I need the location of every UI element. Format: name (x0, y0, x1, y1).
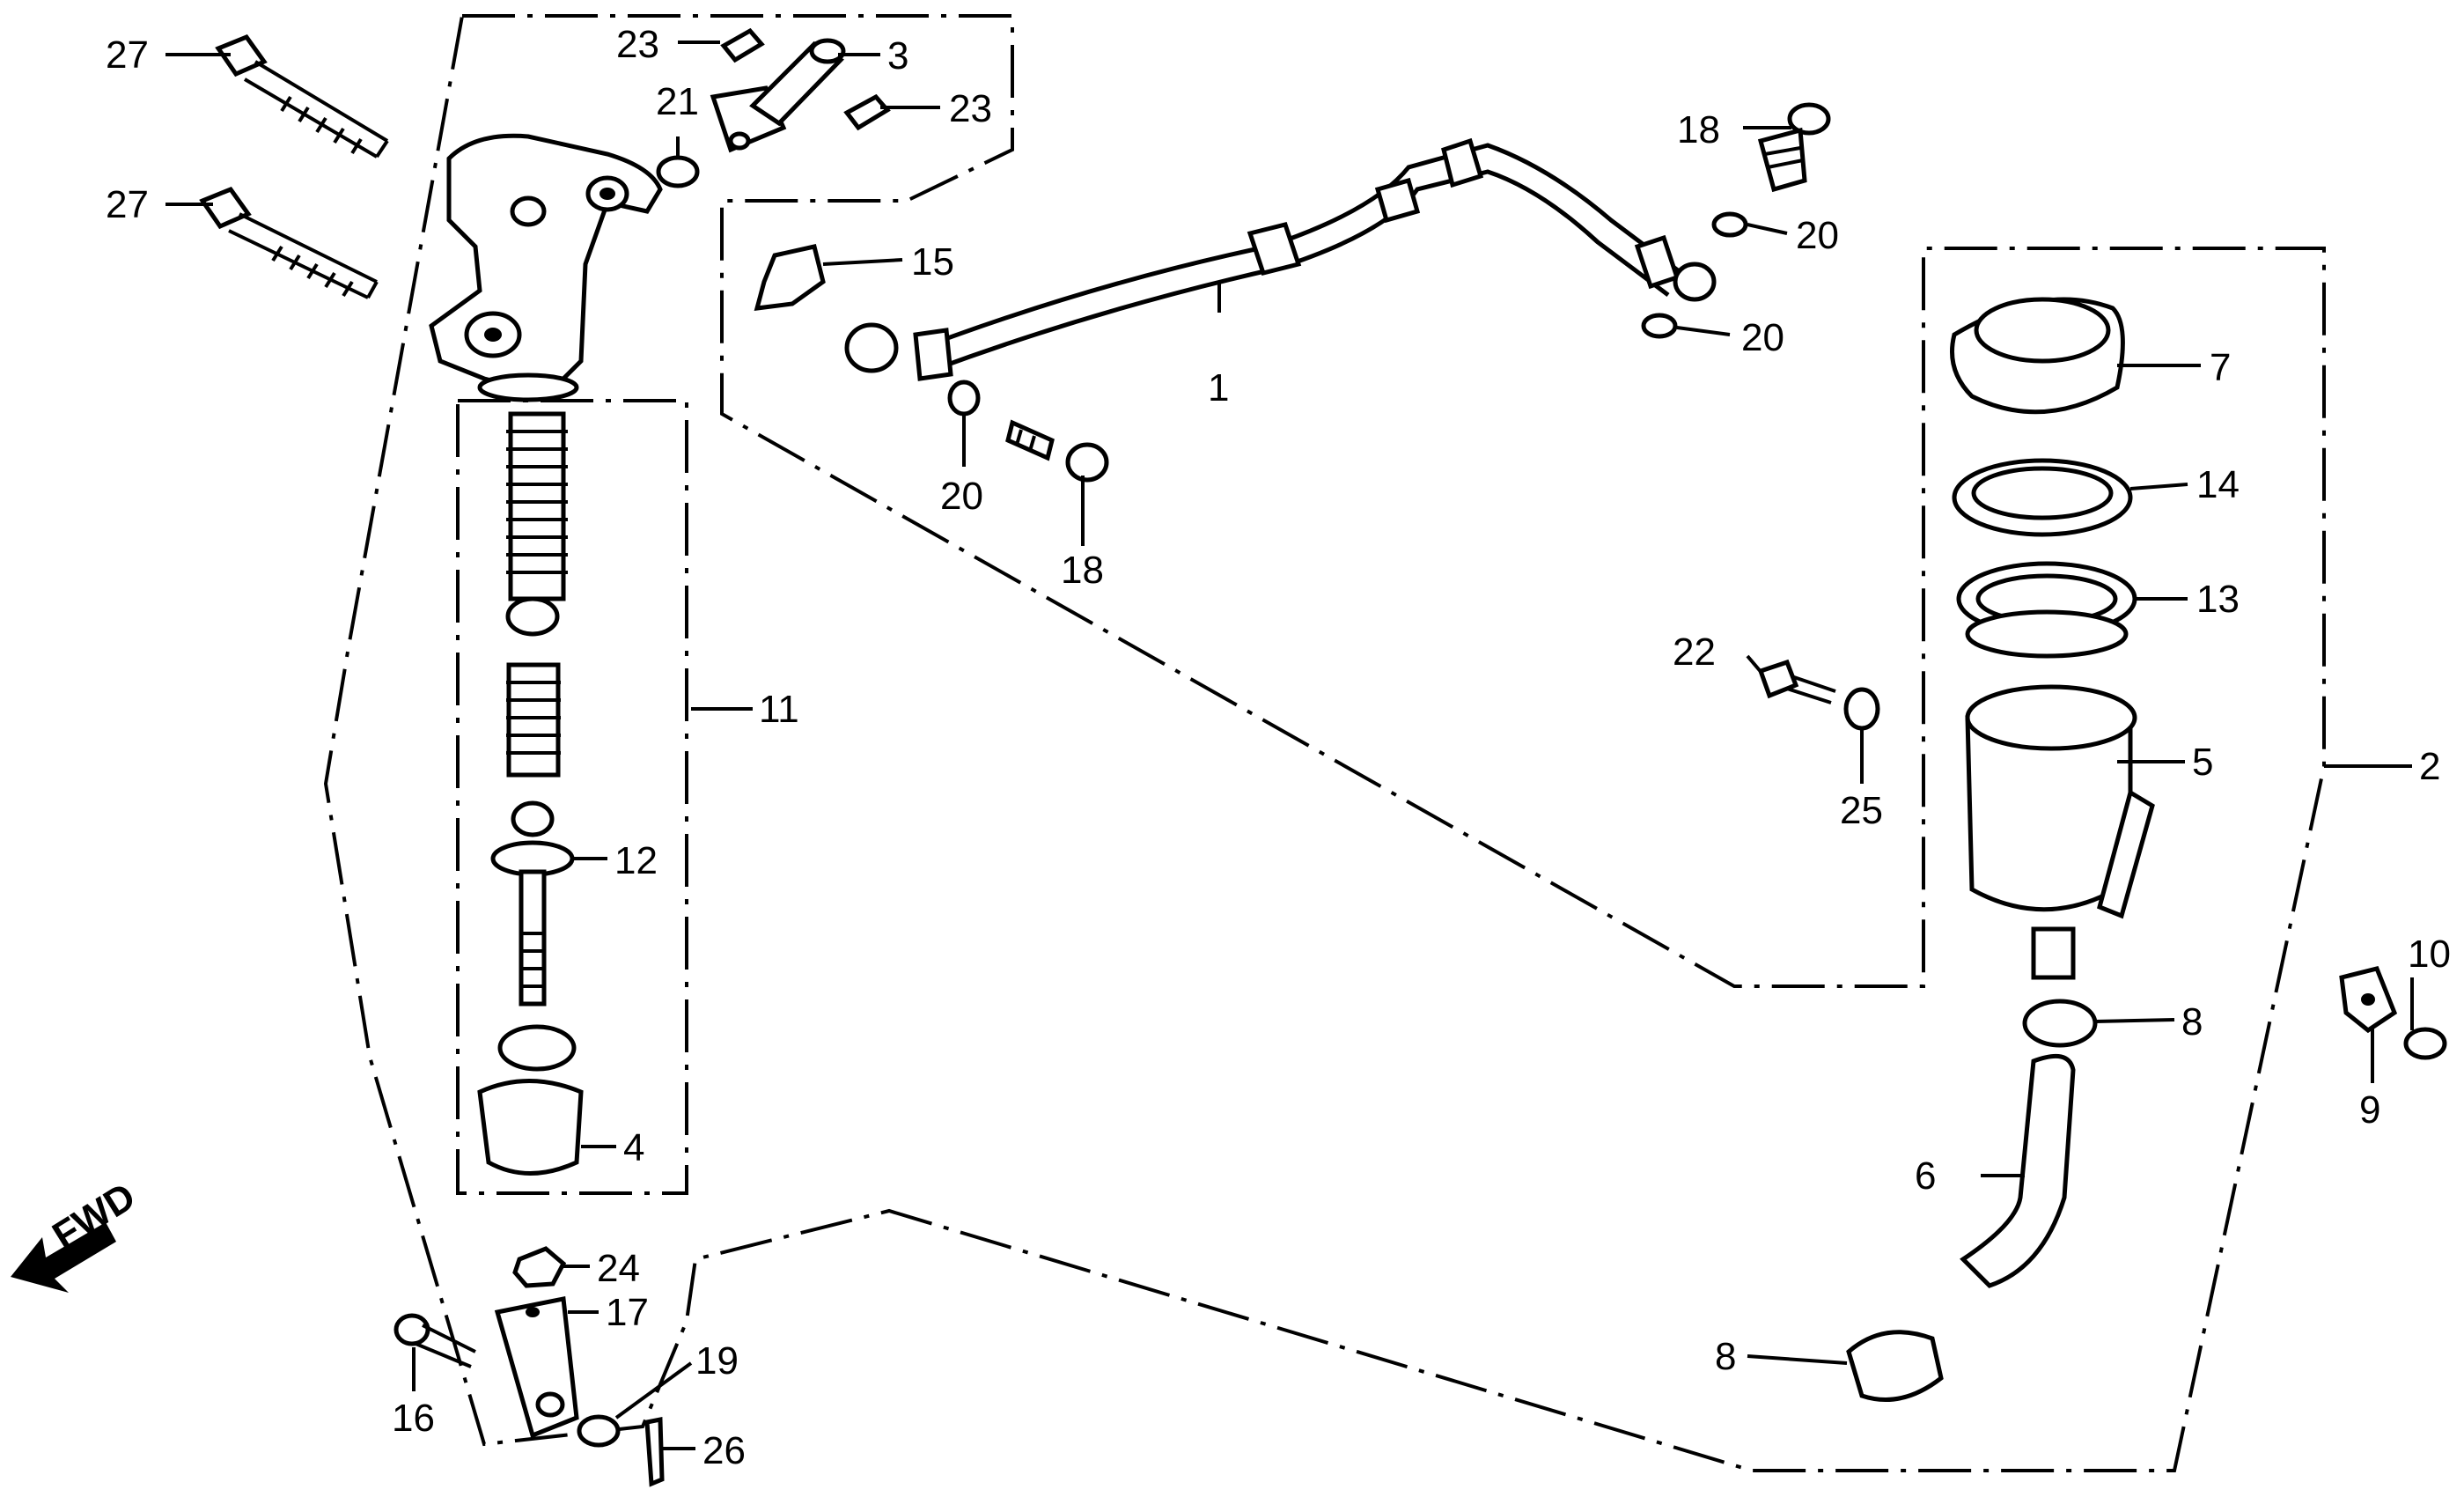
o-ring-21 (656, 155, 700, 188)
brake-hose-1 (844, 137, 1717, 381)
label-21: 21 (656, 80, 699, 123)
label-23-right: 23 (949, 87, 992, 130)
label-20-upper: 20 (1796, 214, 1839, 257)
label-18-lower: 18 (1061, 549, 1104, 592)
washer-20-lower (1641, 313, 1678, 339)
washer-19 (577, 1414, 621, 1448)
seal-ring (497, 1024, 577, 1072)
piston-boot (506, 411, 568, 601)
reservoir-5 (1965, 684, 2155, 980)
label-10: 10 (2408, 933, 2451, 976)
reference-labels: 27 27 23 3 21 23 15 1 20 18 18 20 20 11 … (106, 23, 2451, 1472)
label-13: 13 (2196, 578, 2240, 621)
label-3: 3 (887, 34, 908, 77)
label-19: 19 (695, 1339, 739, 1383)
label-12: 12 (614, 839, 658, 882)
collar-10 (2403, 1027, 2447, 1060)
label-26: 26 (702, 1429, 746, 1472)
label-14: 14 (2196, 463, 2240, 506)
leader-lines (165, 41, 2414, 1450)
label-18-upper: 18 (1677, 108, 1720, 151)
label-20-lower: 20 (1741, 316, 1784, 359)
bolt-18-lower (1005, 419, 1109, 483)
forward-arrow: FWD (11, 1175, 143, 1293)
reservoir-cap-7 (1950, 297, 2125, 415)
label-9: 9 (2359, 1088, 2380, 1132)
washer-25 (1843, 687, 1880, 731)
label-22: 22 (1673, 631, 1716, 674)
bleeder-23-upper (720, 27, 765, 63)
bolt-18-upper (1757, 102, 1831, 193)
label-27-lower: 27 (106, 183, 149, 226)
group-outline-piston-set (456, 399, 688, 1195)
label-20-left: 20 (940, 475, 983, 518)
cotter-pin-26 (644, 1416, 665, 1487)
label-5: 5 (2192, 741, 2213, 784)
bracket-17 (494, 1296, 579, 1439)
label-23-upper: 23 (616, 23, 659, 66)
stay-9 (2339, 966, 2398, 1034)
push-rod-12 (490, 800, 575, 1007)
bolt-27-upper (215, 33, 389, 159)
diaphragm-13 (1956, 561, 2137, 659)
washer-20-upper (1711, 211, 1748, 238)
label-17: 17 (606, 1291, 649, 1334)
label-11: 11 (759, 688, 799, 731)
master-cylinder-body (429, 133, 663, 402)
bleeder-23-right (843, 93, 891, 131)
bolt-27-lower (199, 186, 379, 299)
bolt-22 (1757, 659, 1836, 704)
washer-20-left (947, 380, 981, 417)
reservoir-hose-6 (1960, 1053, 2076, 1288)
clamp-8-lower (1846, 1330, 1944, 1402)
diaphragm-plate-14 (1952, 458, 2133, 537)
label-25: 25 (1840, 789, 1883, 832)
nut-24 (512, 1246, 567, 1288)
label-4: 4 (623, 1126, 644, 1169)
label-2: 2 (2419, 745, 2440, 788)
piston-cup (505, 596, 560, 637)
boot-4 (477, 1079, 584, 1176)
label-8-upper: 8 (2181, 1000, 2203, 1043)
label-7: 7 (2210, 346, 2231, 389)
label-8-lower: 8 (1715, 1335, 1736, 1378)
label-6: 6 (1915, 1154, 1936, 1198)
clamp-8-upper (2022, 999, 2098, 1048)
label-16: 16 (392, 1397, 435, 1440)
bolt-16 (394, 1313, 476, 1368)
label-27-upper: 27 (106, 33, 149, 77)
label-15: 15 (911, 240, 954, 284)
group-outline-master-cylinder (323, 14, 2326, 1472)
piston-spring (506, 662, 561, 778)
label-24: 24 (597, 1247, 640, 1290)
hose-clip-15 (754, 244, 826, 311)
label-1: 1 (1208, 366, 1229, 409)
hose-joint-3 (710, 38, 846, 153)
